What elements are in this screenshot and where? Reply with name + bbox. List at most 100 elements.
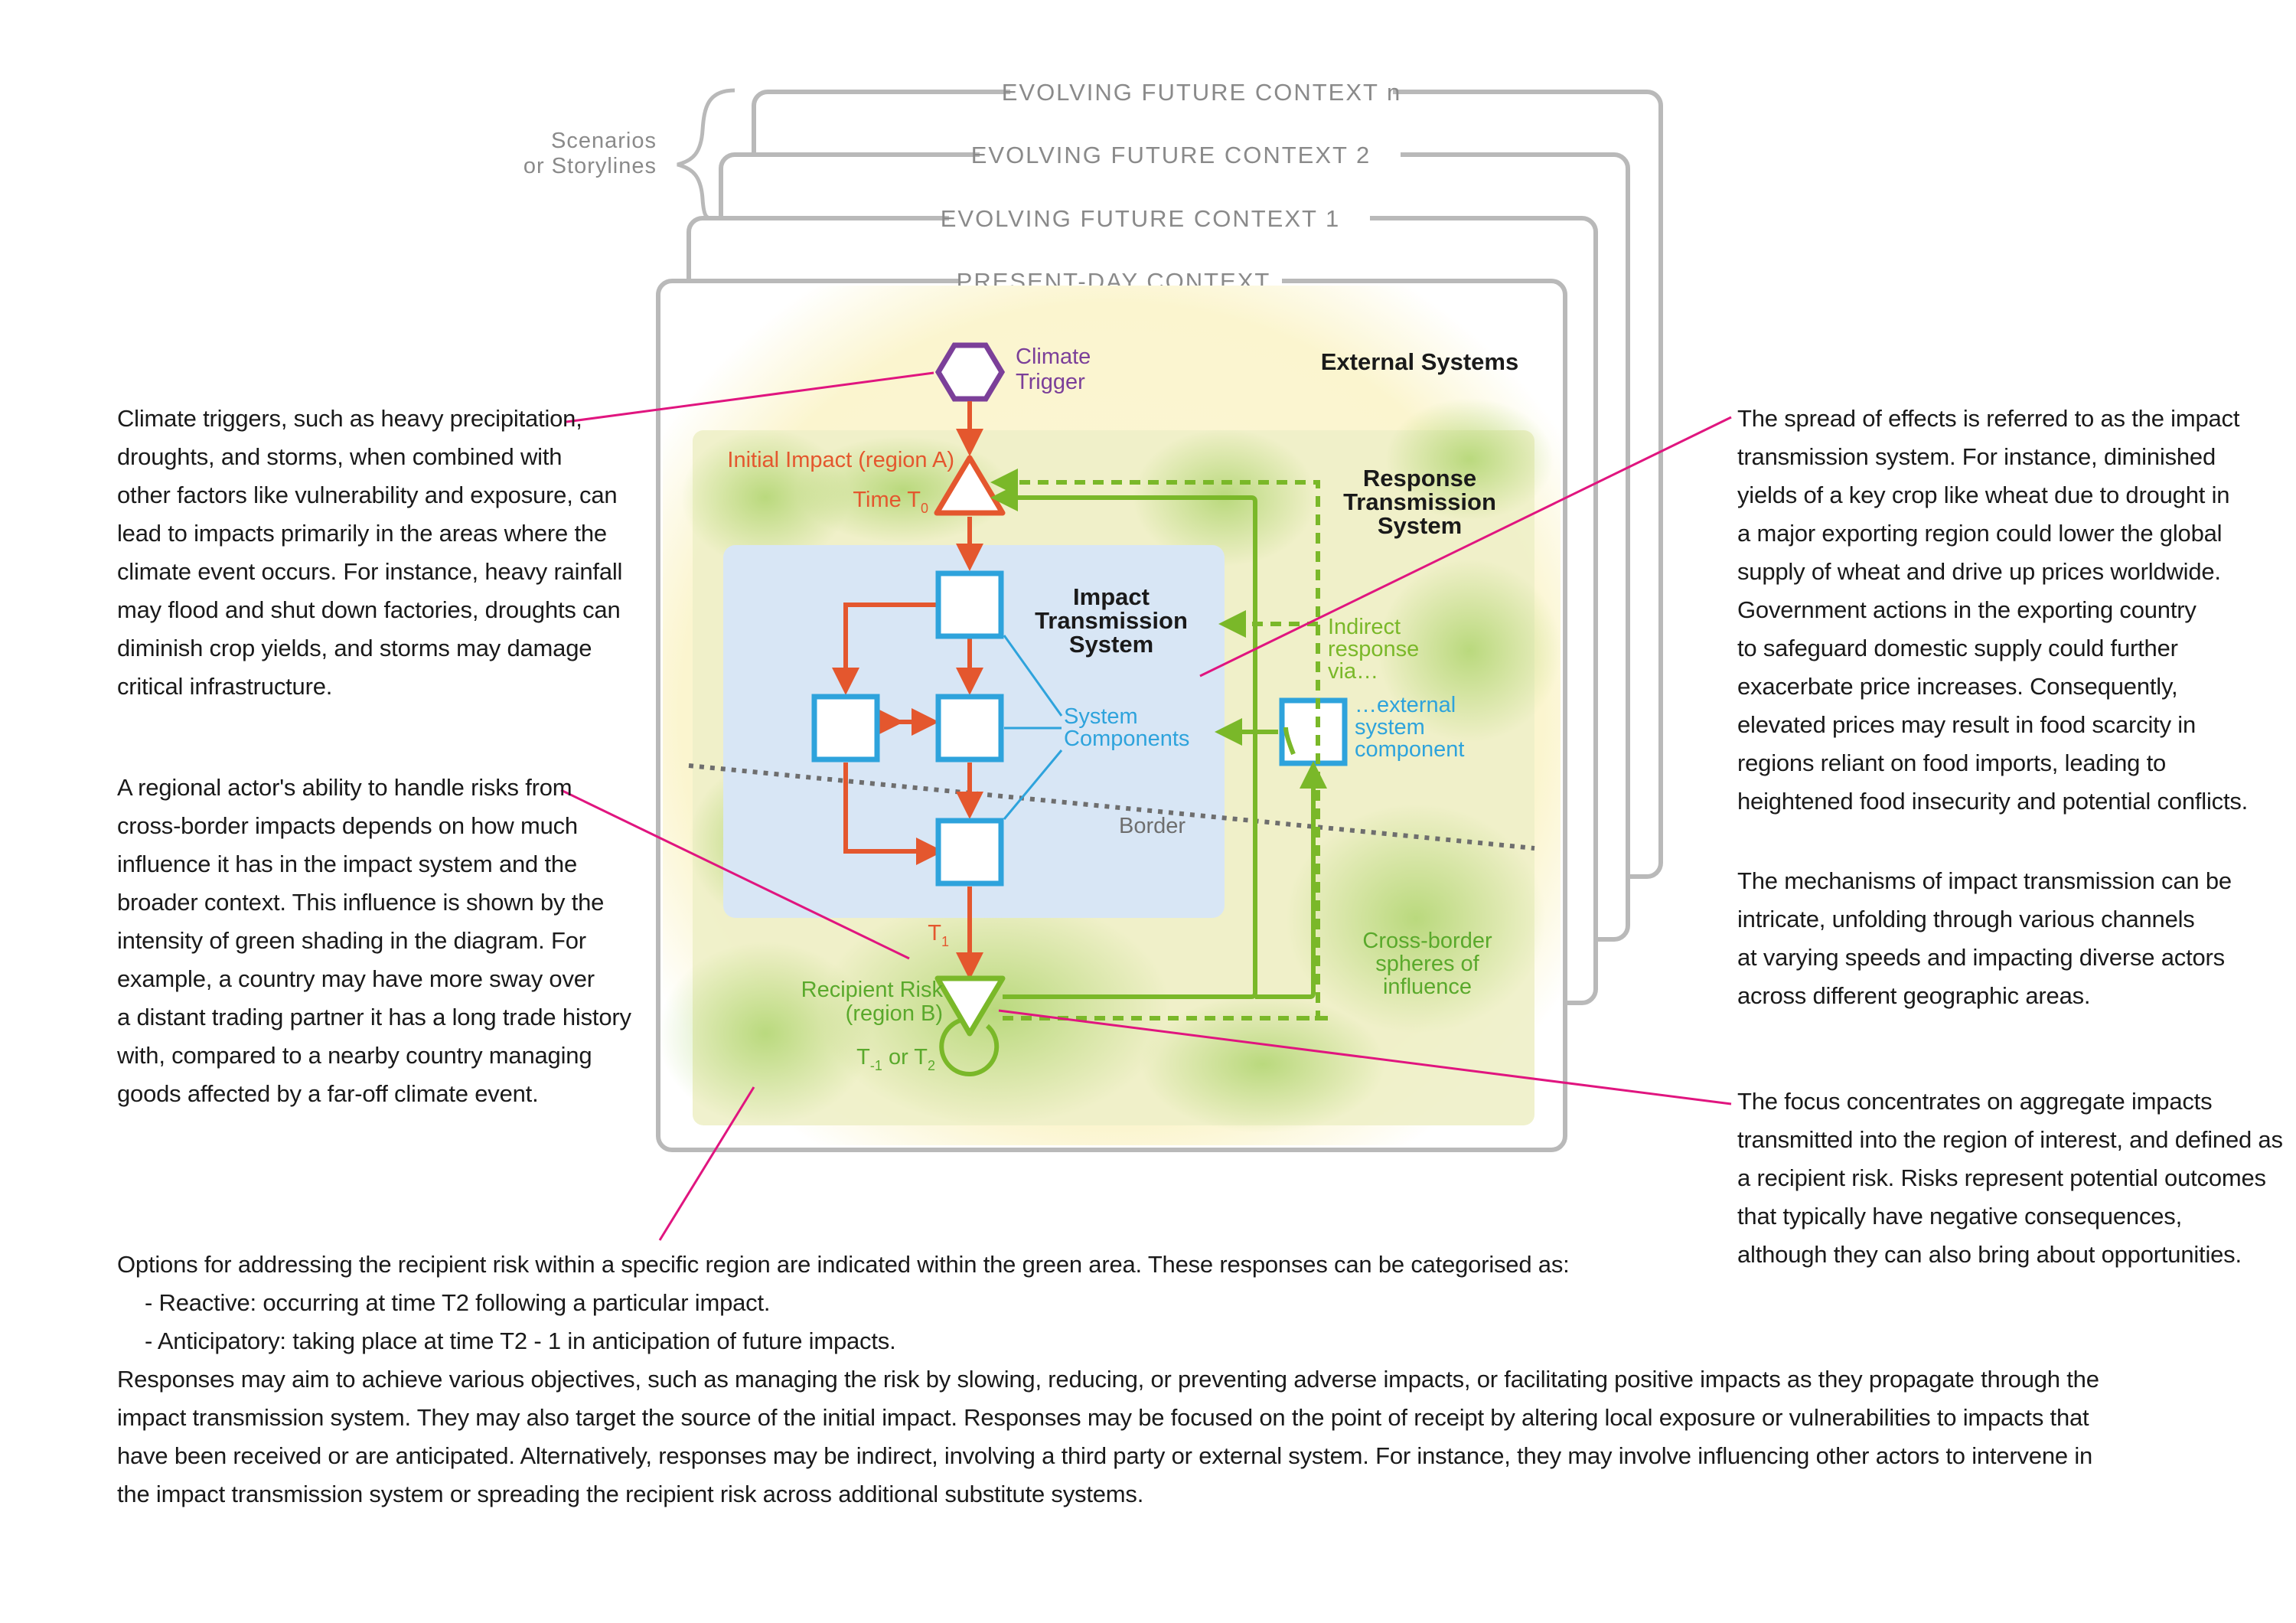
text-line: example, a country may have more sway ov… — [117, 965, 595, 992]
regional-actor-paragraph: A regional actor's ability to handle ris… — [117, 769, 668, 1113]
solid-response-to-external — [1255, 761, 1327, 999]
text-line: A regional actor's ability to handle ris… — [117, 774, 572, 801]
response-system-label-3: System — [1378, 512, 1462, 539]
text-line: droughts, and storms, when combined with — [117, 443, 563, 470]
recipient-risk-label-2: (region B) — [846, 1001, 943, 1026]
text-line: Responses may aim to achieve various obj… — [117, 1366, 2099, 1393]
text-line: intricate, unfolding through various cha… — [1737, 906, 2195, 932]
time-t0-label: Time T0 — [853, 488, 928, 516]
text-line: - Anticipatory: taking place at time T2 … — [145, 1327, 896, 1354]
text-line: have been received or are anticipated. A… — [117, 1442, 2093, 1469]
initial-impact-label: Initial Impact (region A) — [727, 448, 954, 472]
text-line: Options for addressing the recipient ris… — [117, 1251, 1570, 1278]
text-line: climate event occurs. For instance, heav… — [117, 558, 623, 585]
solid-response-to-impact — [990, 484, 1257, 999]
callout-regional-actor — [560, 789, 910, 960]
border-label: Border — [1119, 814, 1186, 838]
text-line: influence it has in the impact system an… — [117, 851, 577, 877]
climate-trigger-label-2: Trigger — [1016, 370, 1085, 394]
green-shading — [658, 398, 1561, 1133]
arrow-box1-to-box2 — [832, 603, 938, 695]
t1-label: T1 — [928, 921, 949, 949]
cross-border-label-3: influence — [1383, 975, 1472, 999]
context-label-2: EVOLVING FUTURE CONTEXT 2 — [971, 142, 1371, 168]
external-component-label-3: component — [1355, 737, 1465, 762]
text-line: across different geographic areas. — [1737, 982, 2091, 1009]
external-systems-label: External Systems — [1321, 348, 1518, 375]
text-line: the impact transmission system or spread… — [117, 1481, 1144, 1507]
text-line: impact transmission system. They may als… — [117, 1404, 2089, 1431]
text-line: with, compared to a nearby country manag… — [117, 1042, 592, 1069]
system-component-box-left — [811, 694, 880, 763]
text-line: to safeguard domestic supply could furth… — [1737, 635, 2178, 661]
text-line: transmitted into the region of interest,… — [1737, 1126, 2283, 1153]
text-line: regions reliant on food imports, leading… — [1737, 749, 2167, 776]
system-component-box-middle — [935, 694, 1004, 763]
text-line: Climate triggers, such as heavy precipit… — [117, 405, 582, 432]
scenarios-brace — [677, 88, 735, 220]
external-component-label-2: system — [1355, 715, 1425, 740]
text-line: transmission system. For instance, dimin… — [1737, 443, 2216, 470]
text-line: The spread of effects is referred to as … — [1737, 405, 2240, 432]
text-line: diminish crop yields, and storms may dam… — [117, 635, 592, 661]
climate-triggers-paragraph: Climate triggers, such as heavy precipit… — [117, 400, 668, 706]
text-line: intensity of green shading in the diagra… — [117, 927, 586, 954]
text-line: broader context. This influence is shown… — [117, 889, 605, 916]
indirect-response-label-1: Indirect — [1328, 615, 1401, 639]
system-components-label-1: System — [1064, 704, 1138, 729]
mechanisms-paragraph: The mechanisms of impact transmission ca… — [1737, 862, 2273, 1015]
context-label-n: EVOLVING FUTURE CONTEXT n — [1002, 79, 1402, 106]
text-line: heightened food insecurity and potential… — [1737, 788, 2249, 815]
recipient-risk-triangle-icon — [934, 975, 1006, 1037]
text-line: yields of a key crop like wheat due to d… — [1737, 482, 2230, 508]
cross-border-label-2: spheres of — [1375, 952, 1479, 976]
impact-system-label-3: System — [1069, 631, 1153, 658]
text-line: The focus concentrates on aggregate impa… — [1737, 1088, 2213, 1115]
text-line: goods affected by a far-off climate even… — [117, 1080, 539, 1107]
options-paragraph: Options for addressing the recipient ris… — [117, 1246, 2183, 1514]
text-line: a major exporting region could lower the… — [1737, 520, 2223, 547]
text-line: - Reactive: occurring at time T2 followi… — [145, 1289, 771, 1316]
t-minus1-or-t2-label: T-1 or T2 — [856, 1045, 935, 1073]
response-system-label-1: Response — [1363, 465, 1476, 491]
context-label-1: EVOLVING FUTURE CONTEXT 1 — [941, 205, 1341, 232]
impact-system-label-1: Impact — [1073, 583, 1150, 610]
text-line: cross-border impacts depends on how much — [117, 812, 578, 839]
indirect-response-label-2: response — [1328, 637, 1419, 661]
response-system-label-2: Transmission — [1343, 488, 1496, 515]
text-line: a distant trading partner it has a long … — [117, 1004, 631, 1030]
system-component-box-top — [935, 570, 1004, 639]
callout-focus — [998, 1009, 1732, 1105]
border-line — [688, 763, 1535, 851]
text-line: supply of wheat and drive up prices worl… — [1737, 558, 2221, 585]
callout-options — [658, 1086, 755, 1241]
text-line: at varying speeds and impacting diverse … — [1737, 944, 2225, 971]
dashed-response-to-impact — [1003, 482, 1328, 1020]
text-line: critical infrastructure. — [117, 673, 333, 700]
spread-of-effects-paragraph: The spread of effects is referred to as … — [1737, 400, 2273, 821]
text-line: Government actions in the exporting coun… — [1737, 596, 2197, 623]
scenarios-label-1: Scenarios — [551, 129, 657, 153]
callout-spread-of-effects — [1199, 416, 1732, 678]
external-curl-arrow — [1283, 727, 1296, 756]
text-line: lead to impacts primarily in the areas w… — [117, 520, 607, 547]
impact-system-label-2: Transmission — [1035, 607, 1188, 634]
cross-border-label-1: Cross-border — [1362, 929, 1492, 953]
anticipatory-loop — [939, 1017, 1000, 1077]
text-line: may flood and shut down factories, droug… — [117, 596, 621, 623]
text-line: other factors like vulnerability and exp… — [117, 482, 618, 508]
scenarios-label-2: or Storylines — [523, 154, 657, 178]
focus-paragraph: The focus concentrates on aggregate impa… — [1737, 1083, 2288, 1274]
text-line: elevated prices may result in food scarc… — [1737, 711, 2197, 738]
arrow-box2-to-box4 — [843, 763, 944, 865]
recipient-risk-label-1: Recipient Risk — [801, 978, 944, 1002]
callout-climate-trigger — [566, 371, 934, 423]
external-component-label-1: …external — [1355, 693, 1456, 717]
text-line: a recipient risk. Risks represent potent… — [1737, 1164, 2266, 1191]
text-line: The mechanisms of impact transmission ca… — [1737, 867, 2232, 894]
system-component-box-bottom — [935, 818, 1004, 887]
text-line: exacerbate price increases. Consequently… — [1737, 673, 2178, 700]
indirect-response-label-3: via… — [1328, 659, 1378, 684]
text-line: although they can also bring about oppor… — [1737, 1241, 2242, 1268]
